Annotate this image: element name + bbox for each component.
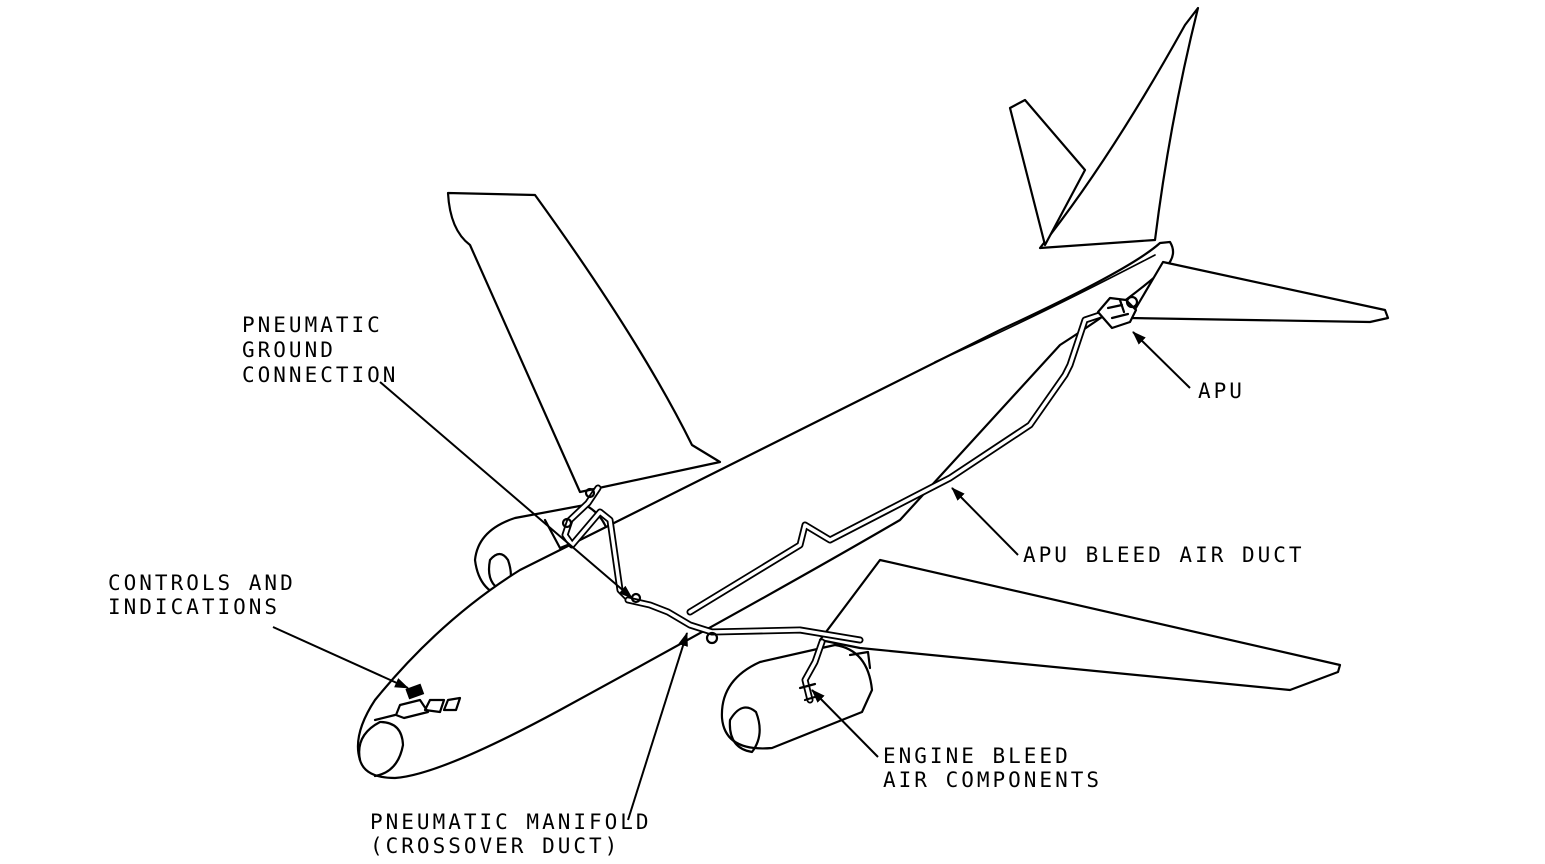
leader-controls [272, 626, 409, 689]
apu-unit-icon [1096, 295, 1139, 330]
label-pneumatic-manifold: PNEUMATIC MANIFOLD (CROSSOVER DUCT) [370, 810, 667, 858]
right-horizontal-stabilizer [1128, 260, 1390, 324]
cockpit [358, 696, 462, 778]
fuselage [356, 240, 1175, 780]
right-engine [720, 643, 874, 754]
label-controls-and-indications: CONTROLS AND INDICATIONS [108, 571, 311, 619]
label-engine-bleed-air-components: ENGINE BLEED AIR COMPONENTS [883, 744, 1102, 792]
leader-apu-bleed-duct [951, 487, 1019, 556]
leader-apu [1132, 331, 1191, 389]
right-wing [818, 558, 1342, 692]
label-pneumatic-ground-connection: PNEUMATIC GROUND CONNECTION [242, 313, 398, 387]
leader-engine-bleed [811, 689, 879, 758]
leader-ground-connection [379, 381, 633, 599]
controls-panel-icon [405, 683, 425, 700]
apu-bleed-air-duct [686, 311, 1104, 616]
left-wing [446, 191, 722, 494]
vertical-stabilizer [1038, 6, 1200, 250]
ground-connection-duct [561, 484, 634, 604]
left-horizontal-stabilizer [1008, 98, 1087, 247]
label-apu-bleed-air-duct: APU BLEED AIR DUCT [1023, 543, 1305, 567]
pneumatic-manifold-duct [624, 592, 864, 645]
leader-manifold [627, 632, 688, 821]
label-apu: APU [1198, 379, 1245, 403]
